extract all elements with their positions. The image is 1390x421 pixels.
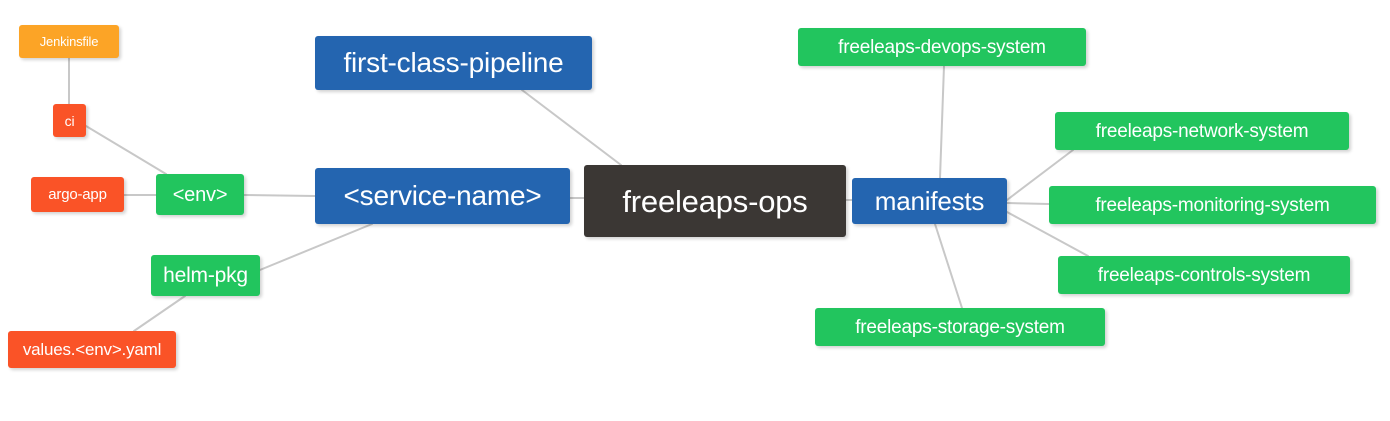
edge-ci-env xyxy=(85,125,167,175)
mindmap-node-service-name[interactable]: <service-name> xyxy=(315,168,570,224)
mindmap-node-freeleaps-storage-system[interactable]: freeleaps-storage-system xyxy=(815,308,1105,346)
edge-manifests-monitoring xyxy=(1006,202,1050,205)
mindmap-node-freeleaps-devops-system[interactable]: freeleaps-devops-system xyxy=(798,28,1086,66)
mindmap-node-label: freeleaps-storage-system xyxy=(855,316,1065,338)
mindmap-node-label: values.<env>.yaml xyxy=(22,340,162,359)
mindmap-node-argo-app[interactable]: argo-app xyxy=(31,177,124,212)
mindmap-node-helm-pkg[interactable]: helm-pkg xyxy=(151,255,260,296)
mindmap-node-label: helm-pkg xyxy=(163,264,248,287)
mindmap-node-jenkinsfile[interactable]: Jenkinsfile xyxy=(19,25,119,58)
mindmap-node-label: freeleaps-monitoring-system xyxy=(1095,194,1330,216)
mindmap-node-freeleaps-network-system[interactable]: freeleaps-network-system xyxy=(1055,112,1349,150)
mindmap-node-label: ci xyxy=(64,112,75,129)
mindmap-node-label: freeleaps-controls-system xyxy=(1097,264,1311,286)
mindmap-node-values-env-yaml[interactable]: values.<env>.yaml xyxy=(8,331,176,368)
edge-helmpkg-values xyxy=(133,295,186,332)
edge-manifests-devops xyxy=(939,65,945,179)
edge-manifests-storage xyxy=(934,223,963,309)
mindmap-node-freeleaps-controls-system[interactable]: freeleaps-controls-system xyxy=(1058,256,1350,294)
mindmap-node-ci[interactable]: ci xyxy=(53,104,86,137)
mindmap-node-label: freeleaps-ops xyxy=(622,183,808,219)
mindmap-node-label: argo-app xyxy=(48,186,107,203)
mindmap-node-label: <env> xyxy=(172,183,228,206)
mindmap-node-label: <service-name> xyxy=(343,180,542,211)
edge-env-servicename xyxy=(243,194,316,197)
mindmap-node-env[interactable]: <env> xyxy=(156,174,244,215)
mindmap-node-freeleaps-ops[interactable]: freeleaps-ops xyxy=(584,165,846,237)
mindmap-node-manifests[interactable]: manifests xyxy=(852,178,1007,224)
mindmap-node-label: Jenkinsfile xyxy=(39,34,99,49)
mindmap-node-label: first-class-pipeline xyxy=(343,47,564,78)
mindmap-node-label: freeleaps-network-system xyxy=(1095,120,1309,142)
edge-firstclass-ops xyxy=(521,89,622,166)
mindmap-node-freeleaps-monitoring-system[interactable]: freeleaps-monitoring-system xyxy=(1049,186,1376,224)
mindmap-node-label: manifests xyxy=(874,186,985,216)
mindmap-node-first-class-pipeline[interactable]: first-class-pipeline xyxy=(315,36,592,90)
edge-servicename-helmpkg xyxy=(254,223,373,273)
mindmap-node-label: freeleaps-devops-system xyxy=(838,36,1046,58)
